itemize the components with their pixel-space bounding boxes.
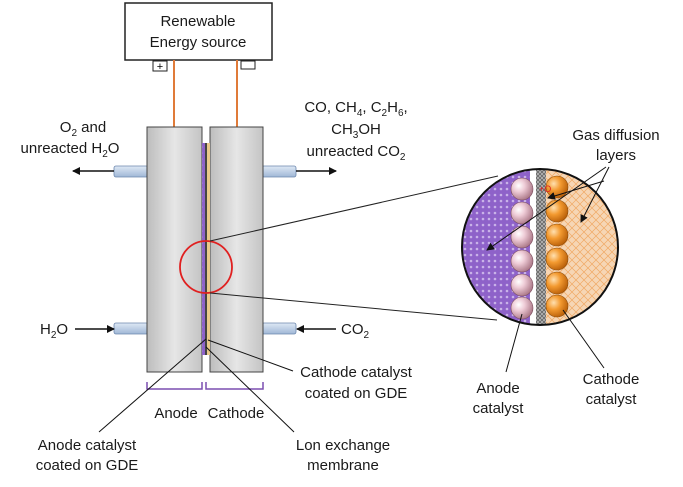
cathode-outlet-label-line3: unreacted CO2: [307, 143, 406, 163]
anode-particle: [510, 296, 534, 320]
power-source-label-line1: Renewable: [160, 13, 235, 30]
anode-chamber: [146, 126, 203, 373]
zoom-anode-label-line2: catalyst: [473, 400, 525, 417]
anode-particle: [510, 177, 534, 201]
zoom-cathode-label-line2: catalyst: [586, 391, 638, 408]
anode-outlet-pipe: [113, 165, 149, 178]
zoom-circle-border: [461, 168, 619, 326]
cathode-label: Cathode: [208, 405, 265, 422]
cathode-particle: [545, 294, 569, 318]
anode-catalyst-layer: [202, 143, 206, 355]
power-source: Renewable Energy source +: [124, 2, 273, 73]
zoom-anode-label-line1: Anode: [476, 380, 519, 397]
cathode-catalyst-gde-label-line1: Cathode catalyst: [300, 364, 413, 381]
zoom-cathode-label-line1: Cathode: [583, 371, 640, 388]
cathode-particle: [545, 199, 569, 223]
anode-catalyst-gde-label-line2: coated on GDE: [36, 457, 139, 474]
zoom-membrane: [536, 169, 546, 325]
plus-terminal: [152, 60, 168, 72]
power-source-box: [124, 2, 273, 61]
gdl-arrow-particle: [547, 180, 605, 200]
minus-terminal: [240, 60, 256, 70]
cathode-catalyst-gde-pointer: [207, 339, 294, 372]
membrane-pointer: [205, 346, 295, 433]
cathode-particle: [545, 271, 569, 295]
membrane-layer: [205, 143, 207, 355]
plus-terminal-symbol: +: [157, 61, 163, 73]
cathode-inlet-pipe: [261, 322, 297, 335]
gas-diffusion-label-line1: Gas diffusion: [572, 127, 659, 144]
anode-brace: [146, 382, 203, 390]
anode-particles: [510, 177, 534, 320]
anode-catalyst-gde-label-line1: Anode catalyst: [38, 437, 137, 454]
gdl-arrow-cathode: [580, 166, 610, 223]
anode-particle: [510, 201, 534, 225]
cathode-particles: [545, 175, 569, 318]
zoom-connector-bottom: [209, 292, 498, 321]
cathode-catalyst-layer: [207, 143, 210, 355]
power-source-label-line2: Energy source: [150, 34, 247, 51]
cathode-inlet-label: CO2: [341, 321, 370, 341]
anode-inlet-label: H2O: [40, 321, 68, 341]
cathode-outlet-label-line1: CO, CH4, C2H6,: [304, 99, 407, 119]
cathode-catalyst-pointer: [562, 309, 605, 369]
gdl-arrow-anode: [486, 166, 607, 251]
cathode-chamber: [209, 126, 264, 373]
gas-diffusion-label-line2: layers: [596, 147, 636, 164]
anode-label: Anode: [154, 405, 197, 422]
cathode-catalyst-gde-label-line2: coated on GDE: [305, 385, 408, 402]
cathode-outlet-label-line2: CH3OH: [331, 121, 381, 141]
zoom-view: +O: [461, 168, 619, 326]
membrane-label-line1: Lon exchange: [296, 437, 390, 454]
zoom-red-mark: +O: [539, 184, 551, 194]
anode-particle: [510, 225, 534, 249]
anode-catalyst-pointer: [505, 313, 523, 373]
membrane-label-line2: membrane: [307, 457, 379, 474]
cathode-particle: [545, 247, 569, 271]
anode-outlet-label-line2: unreacted H2O: [21, 140, 120, 160]
anode-particle: [510, 249, 534, 273]
anode-particle: [510, 273, 534, 297]
cathode-brace: [205, 382, 264, 390]
cathode-outlet-pipe: [261, 165, 297, 178]
zoom-connector-top: [209, 175, 499, 242]
anode-inlet-pipe: [113, 322, 149, 335]
cathode-particle: [545, 223, 569, 247]
anode-catalyst-gde-pointer: [98, 338, 207, 433]
highlight-circle: [179, 240, 233, 294]
anode-outlet-label-line1: O2 and: [60, 119, 106, 139]
